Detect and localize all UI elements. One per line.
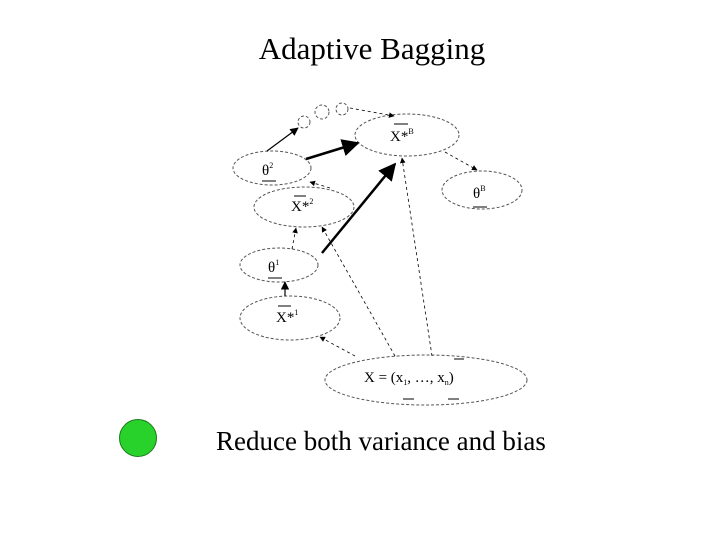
arrow-theta2-to-xstarB [305, 139, 360, 161]
label-main: X* [276, 310, 294, 326]
label-sup: B [408, 127, 413, 136]
bullet-dot [119, 419, 157, 457]
slide-title: Adaptive Bagging [258, 31, 486, 66]
continuation-circle-1 [297, 115, 311, 129]
label-sub-n: n [445, 378, 449, 387]
arrow-data-to-xstar2 [321, 226, 396, 357]
node-theta-B [441, 170, 523, 210]
label-main: X* [291, 199, 309, 215]
node-theta-2 [232, 150, 312, 186]
slide-caption: Reduce both variance and bias [216, 426, 546, 456]
label-end: ) [449, 370, 454, 386]
label-sub-1: 1 [403, 378, 407, 387]
svg-text:X*2: X*2 [291, 197, 313, 215]
label-main: θ [473, 186, 480, 202]
node-theta-1 [239, 247, 319, 283]
svg-text:θ1: θ1 [268, 258, 279, 276]
label-xstar-B: X*B [390, 123, 414, 145]
svg-text:θ2: θ2 [262, 161, 273, 179]
label-theta-B: θB [473, 184, 487, 208]
label-xstar-1: X*1 [276, 305, 298, 326]
label-main: X = (x [364, 370, 404, 386]
node-xstar-2 [253, 186, 355, 228]
label-data-x: X = (x1, …, xn) [364, 358, 464, 400]
continuation-circles [297, 102, 349, 129]
arrow-xstarB-to-thetaB [444, 151, 478, 171]
svg-text:θB: θB [473, 184, 486, 202]
label-theta-1: θ1 [268, 258, 282, 279]
label-main: X* [390, 129, 408, 145]
label-sup: 2 [269, 161, 273, 170]
label-main: θ [268, 260, 275, 276]
svg-text:X*1: X*1 [276, 308, 298, 326]
arrow-theta1-to-xstar2 [291, 227, 298, 250]
arrow-data-to-xstar1 [319, 336, 356, 357]
label-main: θ [262, 163, 269, 179]
label-sup: 1 [294, 308, 298, 317]
label-sup: 2 [309, 197, 313, 206]
label-sup: 1 [275, 258, 279, 267]
svg-text:X*B: X*B [390, 127, 414, 145]
node-xstar-1 [239, 295, 341, 341]
node-xstar-B [354, 113, 460, 157]
node-data-x [324, 354, 528, 406]
label-sup: B [480, 184, 485, 193]
label-mid: , …, x [407, 370, 445, 386]
continuation-circle-2 [314, 104, 330, 120]
svg-text:X = (x1, …, xn): X = (x1, …, xn) [364, 370, 454, 387]
arrow-theta2-to-circles [266, 127, 299, 152]
label-theta-2: θ2 [262, 161, 276, 182]
arrow-theta1-to-xstarB [321, 162, 397, 254]
label-xstar-2: X*2 [291, 195, 313, 215]
continuation-circle-3 [335, 102, 349, 116]
arrow-data-to-xstarB [399, 157, 433, 357]
arrow-circles-to-xstarB [349, 107, 395, 118]
